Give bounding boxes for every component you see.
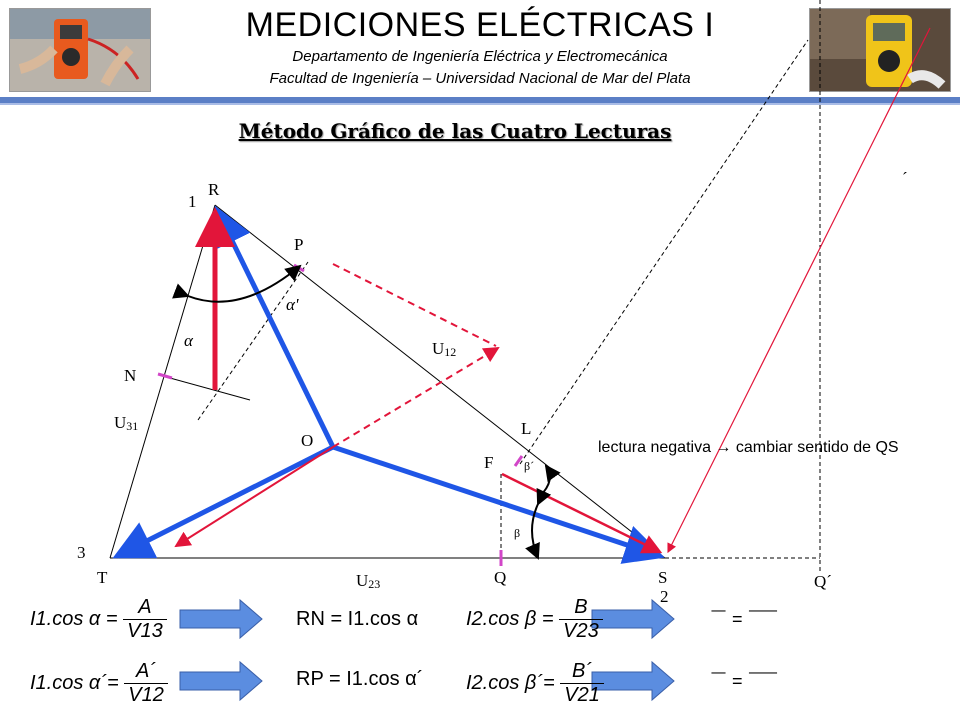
dashed-u12-ref (332, 346, 500, 448)
side-u31 (109, 204, 216, 559)
arc-alpha (172, 264, 302, 303)
label-u12: U12 (432, 339, 456, 359)
label-alpha: α (184, 331, 194, 350)
header-rule-light (0, 103, 960, 105)
phasor-ot (112, 444, 335, 559)
label-beta: β (514, 526, 520, 540)
equation-rp: RP = I1.cos α´ (296, 668, 424, 690)
arrow-1 (179, 598, 263, 640)
label-tick: ´ (902, 169, 908, 188)
department-subtitle: Departamento de Ingeniería Eléctrica y E… (292, 48, 668, 65)
header-rule (0, 97, 960, 103)
equation-2: I1.cos α´= A´V12 (30, 660, 168, 707)
faculty-subtitle: Facultad de Ingeniería – Universidad Nac… (269, 70, 691, 87)
page-heading: Método Gráfico de las Cuatro Lecturas (238, 119, 672, 143)
label-p: P (294, 235, 303, 254)
label-1: 1 (188, 192, 197, 211)
equation-rn: RN = I1.cos α (296, 608, 419, 630)
multimeter-photo-left (9, 8, 151, 92)
label-u23: U23 (356, 571, 380, 591)
current-it (174, 446, 334, 548)
label-n: N (124, 366, 136, 385)
arrow-4 (591, 660, 675, 702)
label-2: 2 (660, 587, 669, 606)
result-2: ‾‾ = ‾‾‾‾ (712, 671, 778, 691)
label-u31: U31 (114, 413, 138, 433)
result-1: ‾‾ = ‾‾‾‾ (712, 609, 778, 629)
dashed-u12-top (332, 263, 497, 347)
label-r: R (208, 180, 220, 199)
tick-n (157, 372, 173, 380)
label-3: 3 (77, 543, 86, 562)
label-o: O (301, 431, 313, 450)
side-u12 (214, 204, 666, 559)
phasor-os (332, 444, 665, 564)
arc-beta (525, 487, 552, 560)
label-f: F (484, 453, 493, 472)
perpendicular-n (169, 377, 251, 401)
app-title: MEDICIONES ELÉCTRICAS I (245, 6, 715, 44)
label-t: T (97, 568, 108, 587)
label-beta-prime: β´ (524, 459, 534, 473)
multimeter-photo-right (809, 8, 951, 92)
phasor-or (214, 205, 336, 449)
label-q: Q (494, 568, 506, 587)
dashed-line-l (519, 39, 809, 465)
arrow-3 (591, 598, 675, 640)
arrow-2 (179, 660, 263, 702)
negative-reading-line (667, 27, 931, 554)
arc-beta-prime (539, 464, 561, 497)
tick-l (513, 455, 524, 467)
current-i2 (501, 472, 663, 554)
label-l: L (521, 419, 531, 438)
negative-reading-note: lectura negativa → cambiar sentido de QS (598, 439, 899, 456)
label-s: S (658, 568, 667, 587)
label-alpha-prime: α' (286, 295, 299, 314)
label-q-prime: Q´ (814, 572, 832, 591)
equation-4: I2.cos β´= B´V21 (466, 660, 604, 707)
